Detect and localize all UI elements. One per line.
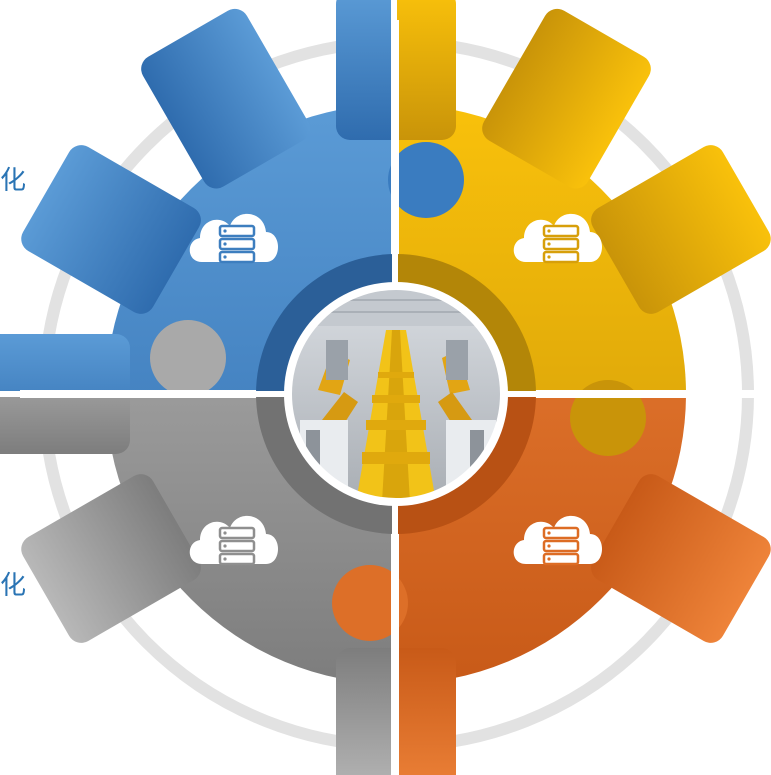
cloud-server-icon-orange [513, 515, 602, 566]
cloud-server-icon-gray [189, 515, 278, 566]
side-label-bottom: 化 [0, 571, 27, 601]
puzzle-knob-blue [388, 142, 464, 218]
puzzle-knob-orange [332, 565, 408, 641]
factory-robot-assembly-line-image [284, 282, 508, 506]
cloud-server-icon-blue [189, 213, 278, 264]
cloud-server-icon-yellow [513, 213, 602, 264]
puzzle-knob-gray [150, 320, 226, 396]
side-label-top: 化 [0, 166, 27, 196]
puzzle-knob-yellow [570, 380, 646, 456]
